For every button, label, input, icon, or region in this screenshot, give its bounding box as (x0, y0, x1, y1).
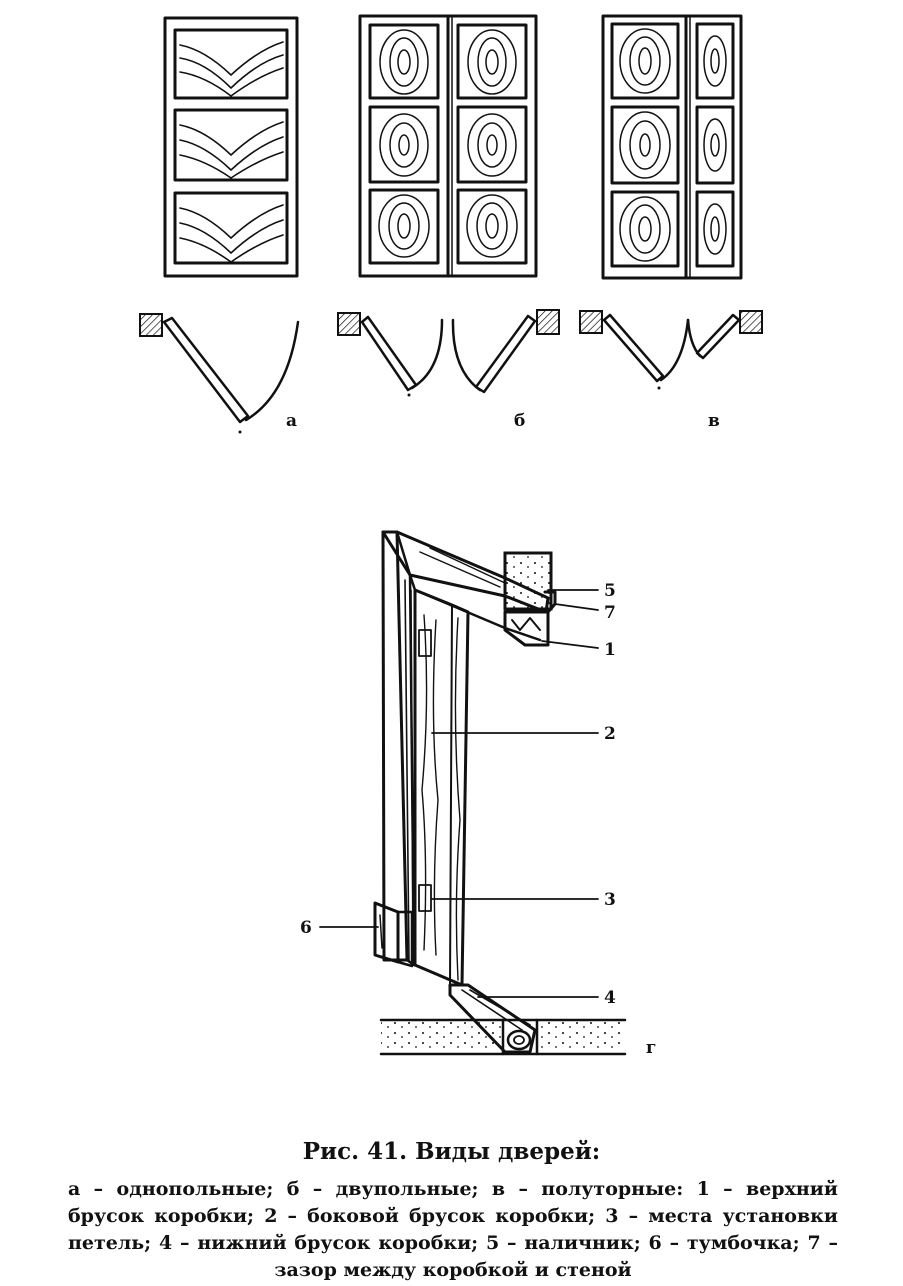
label-5: 5 (604, 581, 616, 601)
label-4: 4 (604, 988, 616, 1008)
label-6: 6 (300, 918, 312, 938)
door-a-plan (139, 313, 300, 434)
label-b: б (514, 411, 525, 431)
door-b-plan (337, 309, 560, 397)
door-v-elevation (601, 14, 743, 280)
label-a: а (286, 411, 297, 431)
door-frame-perspective (319, 530, 627, 1056)
door-types-figure: а б в (139, 14, 763, 1058)
label-7: 7 (604, 603, 616, 623)
label-3: 3 (604, 890, 616, 910)
figure-title: Рис. 41. Виды дверей: (302, 1138, 601, 1165)
door-b-elevation (358, 14, 538, 278)
figure-legend: а – однопольные; б – двупольные; в – пол… (68, 1178, 838, 1281)
label-g: г (646, 1038, 656, 1058)
door-v-plan (579, 310, 763, 390)
label-2: 2 (604, 724, 616, 744)
label-1: 1 (604, 640, 616, 660)
label-v: в (708, 411, 720, 431)
door-a-elevation (163, 16, 299, 278)
